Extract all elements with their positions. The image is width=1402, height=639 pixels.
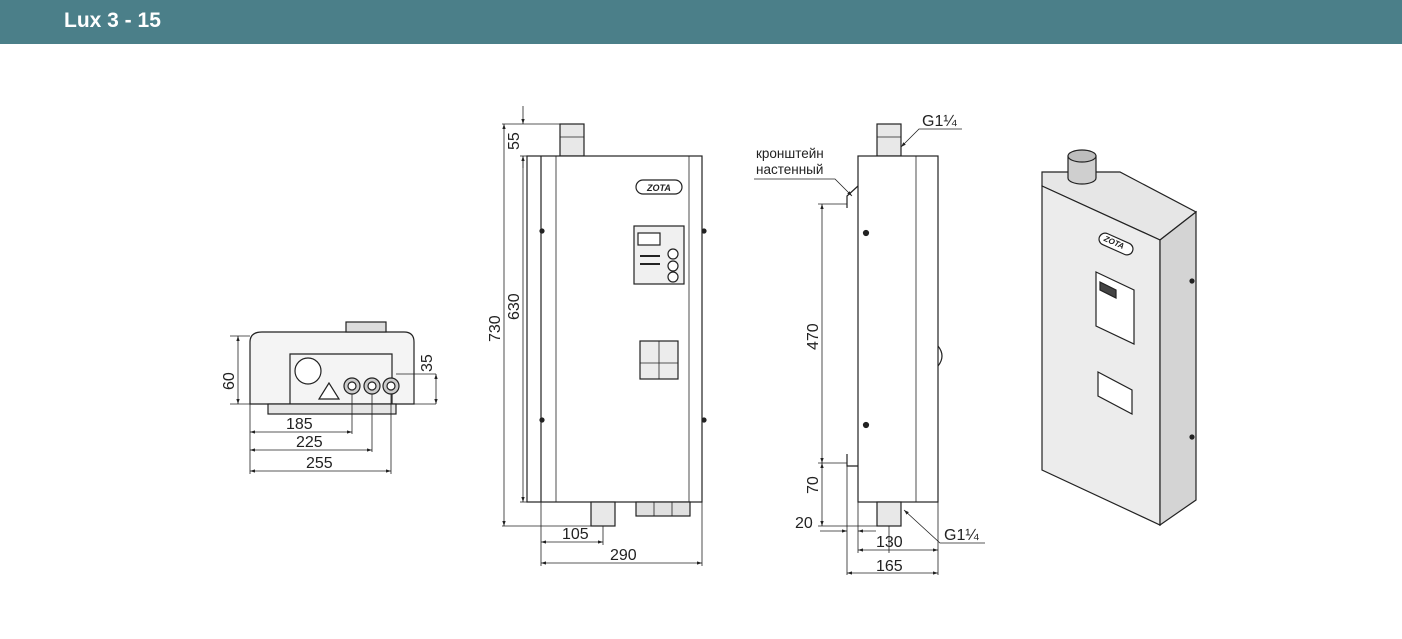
iso-logo [1098,232,1134,256]
dim-front-290: 290 [610,547,637,564]
dim-side-470: 470 [805,323,822,350]
top-view-pipe [345,321,387,333]
front-view-pipe-top [559,123,585,157]
side-view-body [857,155,939,503]
dim-front-105: 105 [562,526,589,543]
dim-top-35: 35 [419,354,436,372]
front-view-glands [635,501,691,517]
page-title: Lux 3 - 15 [64,9,161,32]
dim-side-20: 20 [795,515,813,532]
dim-front-630: 630 [506,293,523,320]
iso-view [1041,149,1198,527]
front-view-pipe-bottom [590,501,616,527]
dim-side-165: 165 [876,558,903,575]
iso-breaker [1097,371,1133,415]
side-view-pipe-bottom [876,501,902,527]
side-view [754,123,985,575]
side-view-bracket [846,185,859,208]
dim-top-60: 60 [221,372,238,390]
label-thread-top: G1¼ [922,113,957,130]
warning-icon [317,381,341,400]
dim-side-130: 130 [876,534,903,551]
dim-top-185: 185 [286,416,313,433]
front-view [502,106,707,566]
top-view-hole [294,357,322,385]
title-bar: Lux 3 - 15 [0,0,1402,44]
dim-top-225: 225 [296,434,323,451]
dim-front-55: 55 [506,132,523,150]
dim-front-730: 730 [487,315,504,342]
iso-pipe [1067,149,1097,163]
front-view-logo [635,179,683,195]
top-view [230,321,438,474]
dim-side-70: 70 [805,476,822,494]
label-thread-bottom: G1¼ [944,527,979,544]
side-view-pipe-top [876,123,902,157]
label-bracket-line-1: кронштейн [756,146,824,161]
dim-top-255: 255 [306,455,333,472]
iso-side-face [1159,210,1197,527]
label-bracket-line-2: настенный [756,162,823,177]
front-view-body [526,155,703,503]
front-view-logo-text: ZOTA [646,183,671,193]
